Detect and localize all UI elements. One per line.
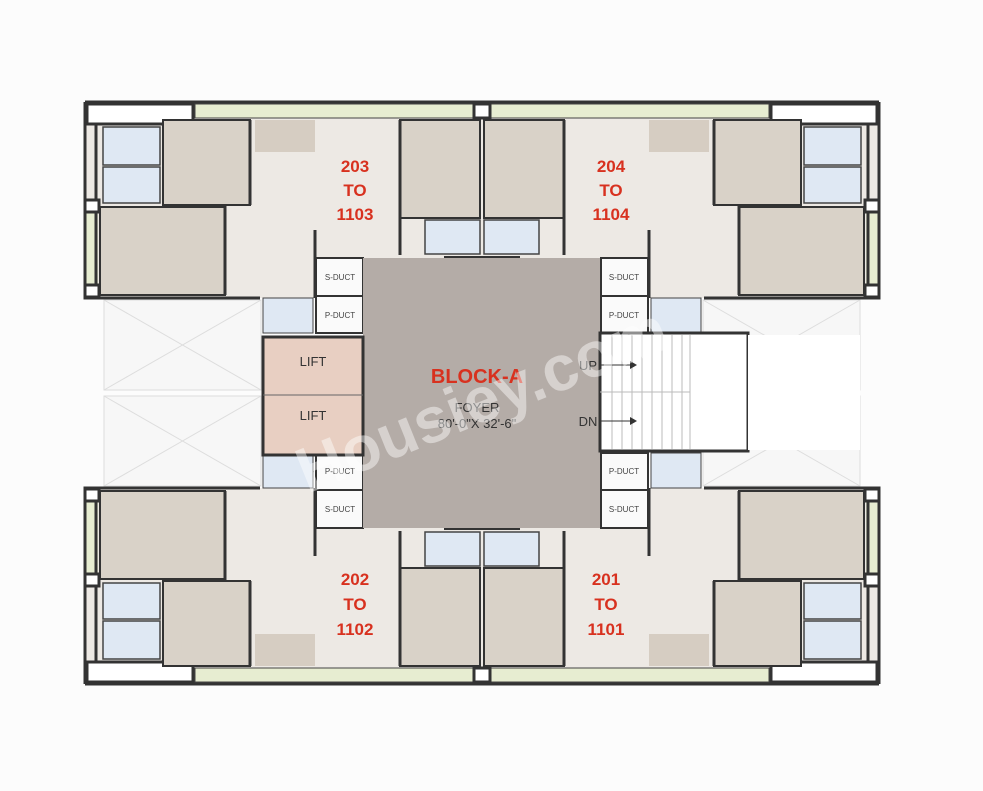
svg-text:TO: TO [599, 181, 622, 200]
svg-text:1103: 1103 [337, 205, 374, 224]
svg-text:204: 204 [597, 157, 626, 176]
svg-text:1101: 1101 [588, 620, 625, 639]
unit-label-201-1101: 201 TO 1101 [588, 570, 625, 639]
foyer [363, 258, 600, 528]
stair-up-label: UP [579, 358, 597, 373]
unit-label-203-1103: 203 TO 1103 [337, 157, 374, 224]
s-duct-label: S-DUCT [325, 273, 355, 282]
p-duct-label: P-DUCT [325, 311, 355, 320]
s-duct-label: S-DUCT [325, 505, 355, 514]
svg-text:201: 201 [592, 570, 620, 589]
lift-label: LIFT [300, 354, 327, 369]
foyer-label: FOYER [455, 400, 500, 415]
p-duct-label: P-DUCT [325, 467, 355, 476]
unit-label-202-1102: 202 TO 1102 [337, 570, 374, 639]
open-area [748, 335, 860, 450]
svg-text:203: 203 [341, 157, 369, 176]
svg-text:1104: 1104 [593, 205, 630, 224]
s-duct-label: S-DUCT [609, 505, 639, 514]
block-title: BLOCK-A [431, 366, 523, 388]
stair-down-label: DN [579, 414, 598, 429]
svg-text:202: 202 [341, 570, 369, 589]
lift-shaft [261, 335, 365, 457]
svg-text:1102: 1102 [337, 620, 374, 639]
foyer-size: 80'-0"X 32'-6" [438, 416, 517, 431]
svg-text:TO: TO [594, 595, 617, 614]
lift-label: LIFT [300, 408, 327, 423]
svg-text:TO: TO [343, 181, 366, 200]
unit-label-204-1104: 204 TO 1104 [593, 157, 630, 224]
s-duct-label: S-DUCT [609, 273, 639, 282]
p-duct-label: P-DUCT [609, 311, 639, 320]
p-duct-label: P-DUCT [609, 467, 639, 476]
svg-text:TO: TO [343, 595, 366, 614]
